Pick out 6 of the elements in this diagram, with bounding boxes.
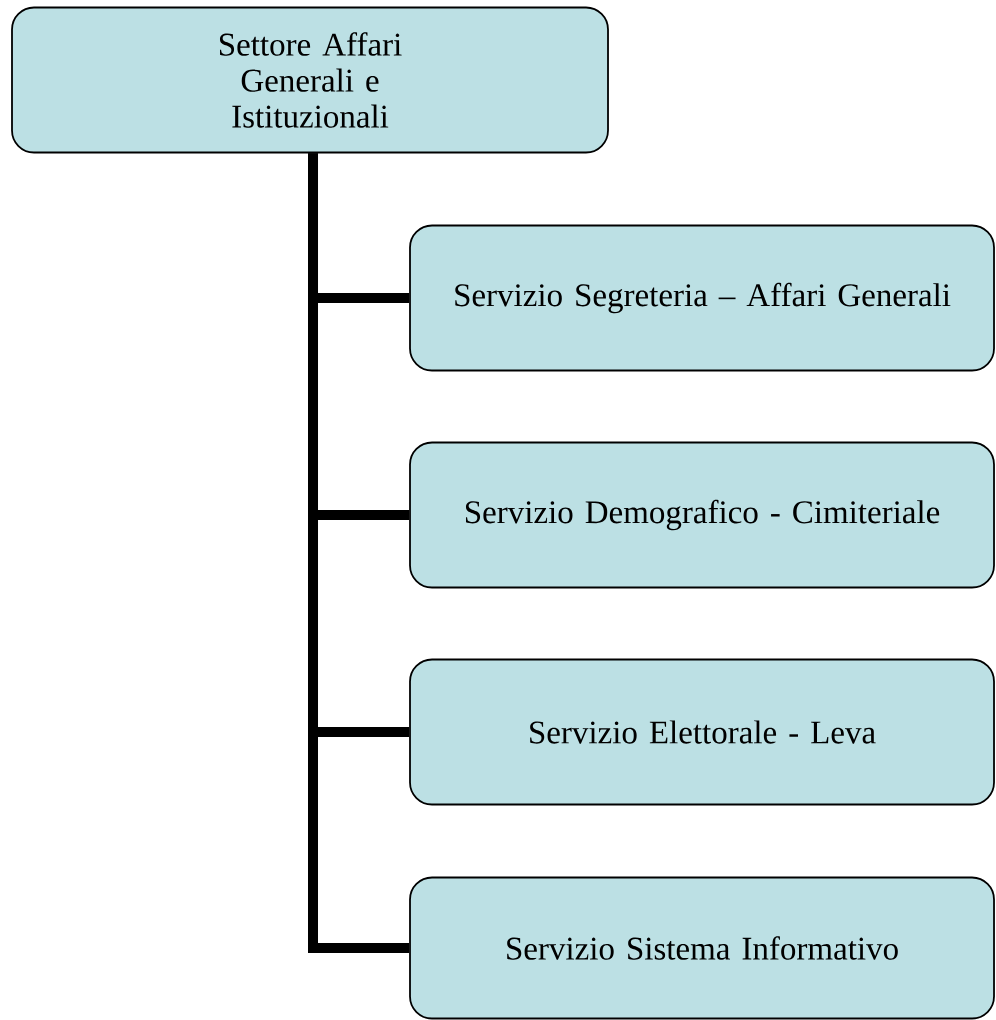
org-box: Settore Affari Generali e Istituzionali [11,6,609,154]
org-box: Servizio Sistema Informativo [409,876,995,1020]
connector-line [308,153,410,953]
org-box: Servizio Elettorale - Leva [409,658,995,806]
org-box: Servizio Segreteria – Affari Generali [409,224,995,372]
org-box: Servizio Demografico - Cimiteriale [409,441,995,589]
